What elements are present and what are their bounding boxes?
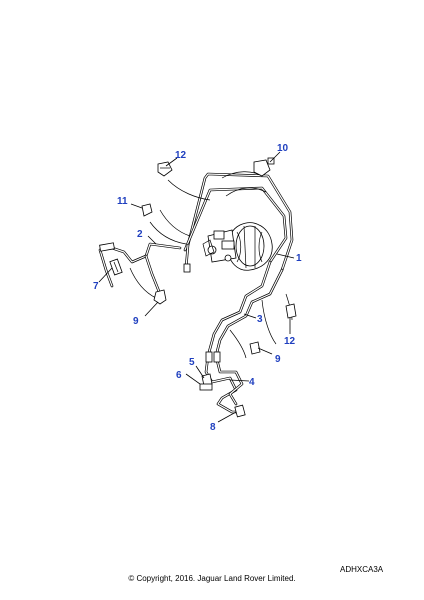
- callout-1: 1: [296, 253, 302, 264]
- brake-booster-assembly: [202, 222, 273, 271]
- callout-12-top: 12: [175, 150, 187, 161]
- reference-arcs: [129, 171, 293, 359]
- callout-2: 2: [137, 229, 143, 240]
- copyright-notice: © Copyright, 2016. Jaguar Land Rover Lim…: [128, 574, 296, 583]
- pipe-fittings: [99, 157, 297, 418]
- reference-code: ADHXCA3A: [340, 565, 384, 574]
- callout-10: 10: [277, 143, 289, 154]
- leader-lines: [98, 151, 295, 423]
- brake-pipes: [98, 172, 294, 414]
- callout-12-right: 12: [284, 336, 296, 347]
- callouts: 1 2 3 4 5 6 7 8 9 9 10 11 12 12: [93, 143, 302, 433]
- callout-4: 4: [249, 377, 255, 388]
- callout-9-left: 9: [133, 316, 139, 327]
- callout-8: 8: [210, 422, 216, 433]
- callout-9-right: 9: [275, 354, 281, 365]
- callout-11: 11: [117, 196, 128, 207]
- callout-6: 6: [176, 370, 182, 381]
- callout-5: 5: [189, 357, 195, 368]
- callout-3: 3: [257, 314, 263, 325]
- callout-7: 7: [93, 281, 99, 292]
